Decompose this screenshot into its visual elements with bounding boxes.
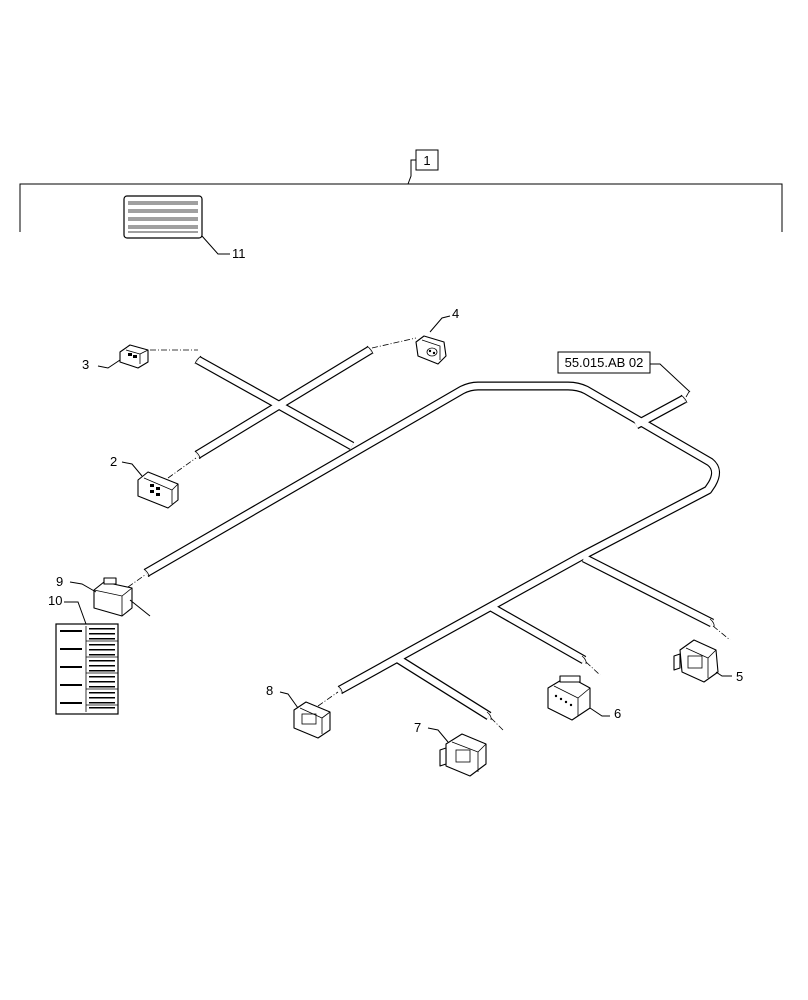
- connector-5: 5: [673, 639, 743, 684]
- connection-lines: [127, 337, 731, 731]
- wire-harness: [143, 345, 720, 721]
- kit-callout: 1: [19, 149, 783, 232]
- callout-3: 3: [82, 357, 89, 372]
- connector-7: 7: [414, 720, 487, 777]
- callout-1: 1: [423, 153, 430, 168]
- connector-6: 6: [547, 675, 621, 721]
- callout-6: 6: [614, 706, 621, 721]
- label-sheet-11: 11: [123, 195, 246, 261]
- connector-8: 8: [266, 683, 331, 739]
- callout-11: 11: [232, 246, 246, 261]
- relay-9: 9: [56, 574, 151, 617]
- reference-label: 55.015.AB 02: [565, 355, 644, 370]
- callout-4: 4: [452, 306, 459, 321]
- connector-3: 3: [82, 344, 149, 372]
- kit-bracket: [19, 183, 783, 232]
- callout-8: 8: [266, 683, 273, 698]
- connector-2: 2: [110, 454, 179, 509]
- callout-10: 10: [48, 593, 62, 608]
- connector-4: 4: [415, 306, 459, 365]
- identification-tag-10: 10: [48, 593, 119, 715]
- callout-2: 2: [110, 454, 117, 469]
- reference-callout: 55.015.AB 02: [557, 351, 691, 393]
- callout-9: 9: [56, 574, 63, 589]
- callout-7: 7: [414, 720, 421, 735]
- callout-5: 5: [736, 669, 743, 684]
